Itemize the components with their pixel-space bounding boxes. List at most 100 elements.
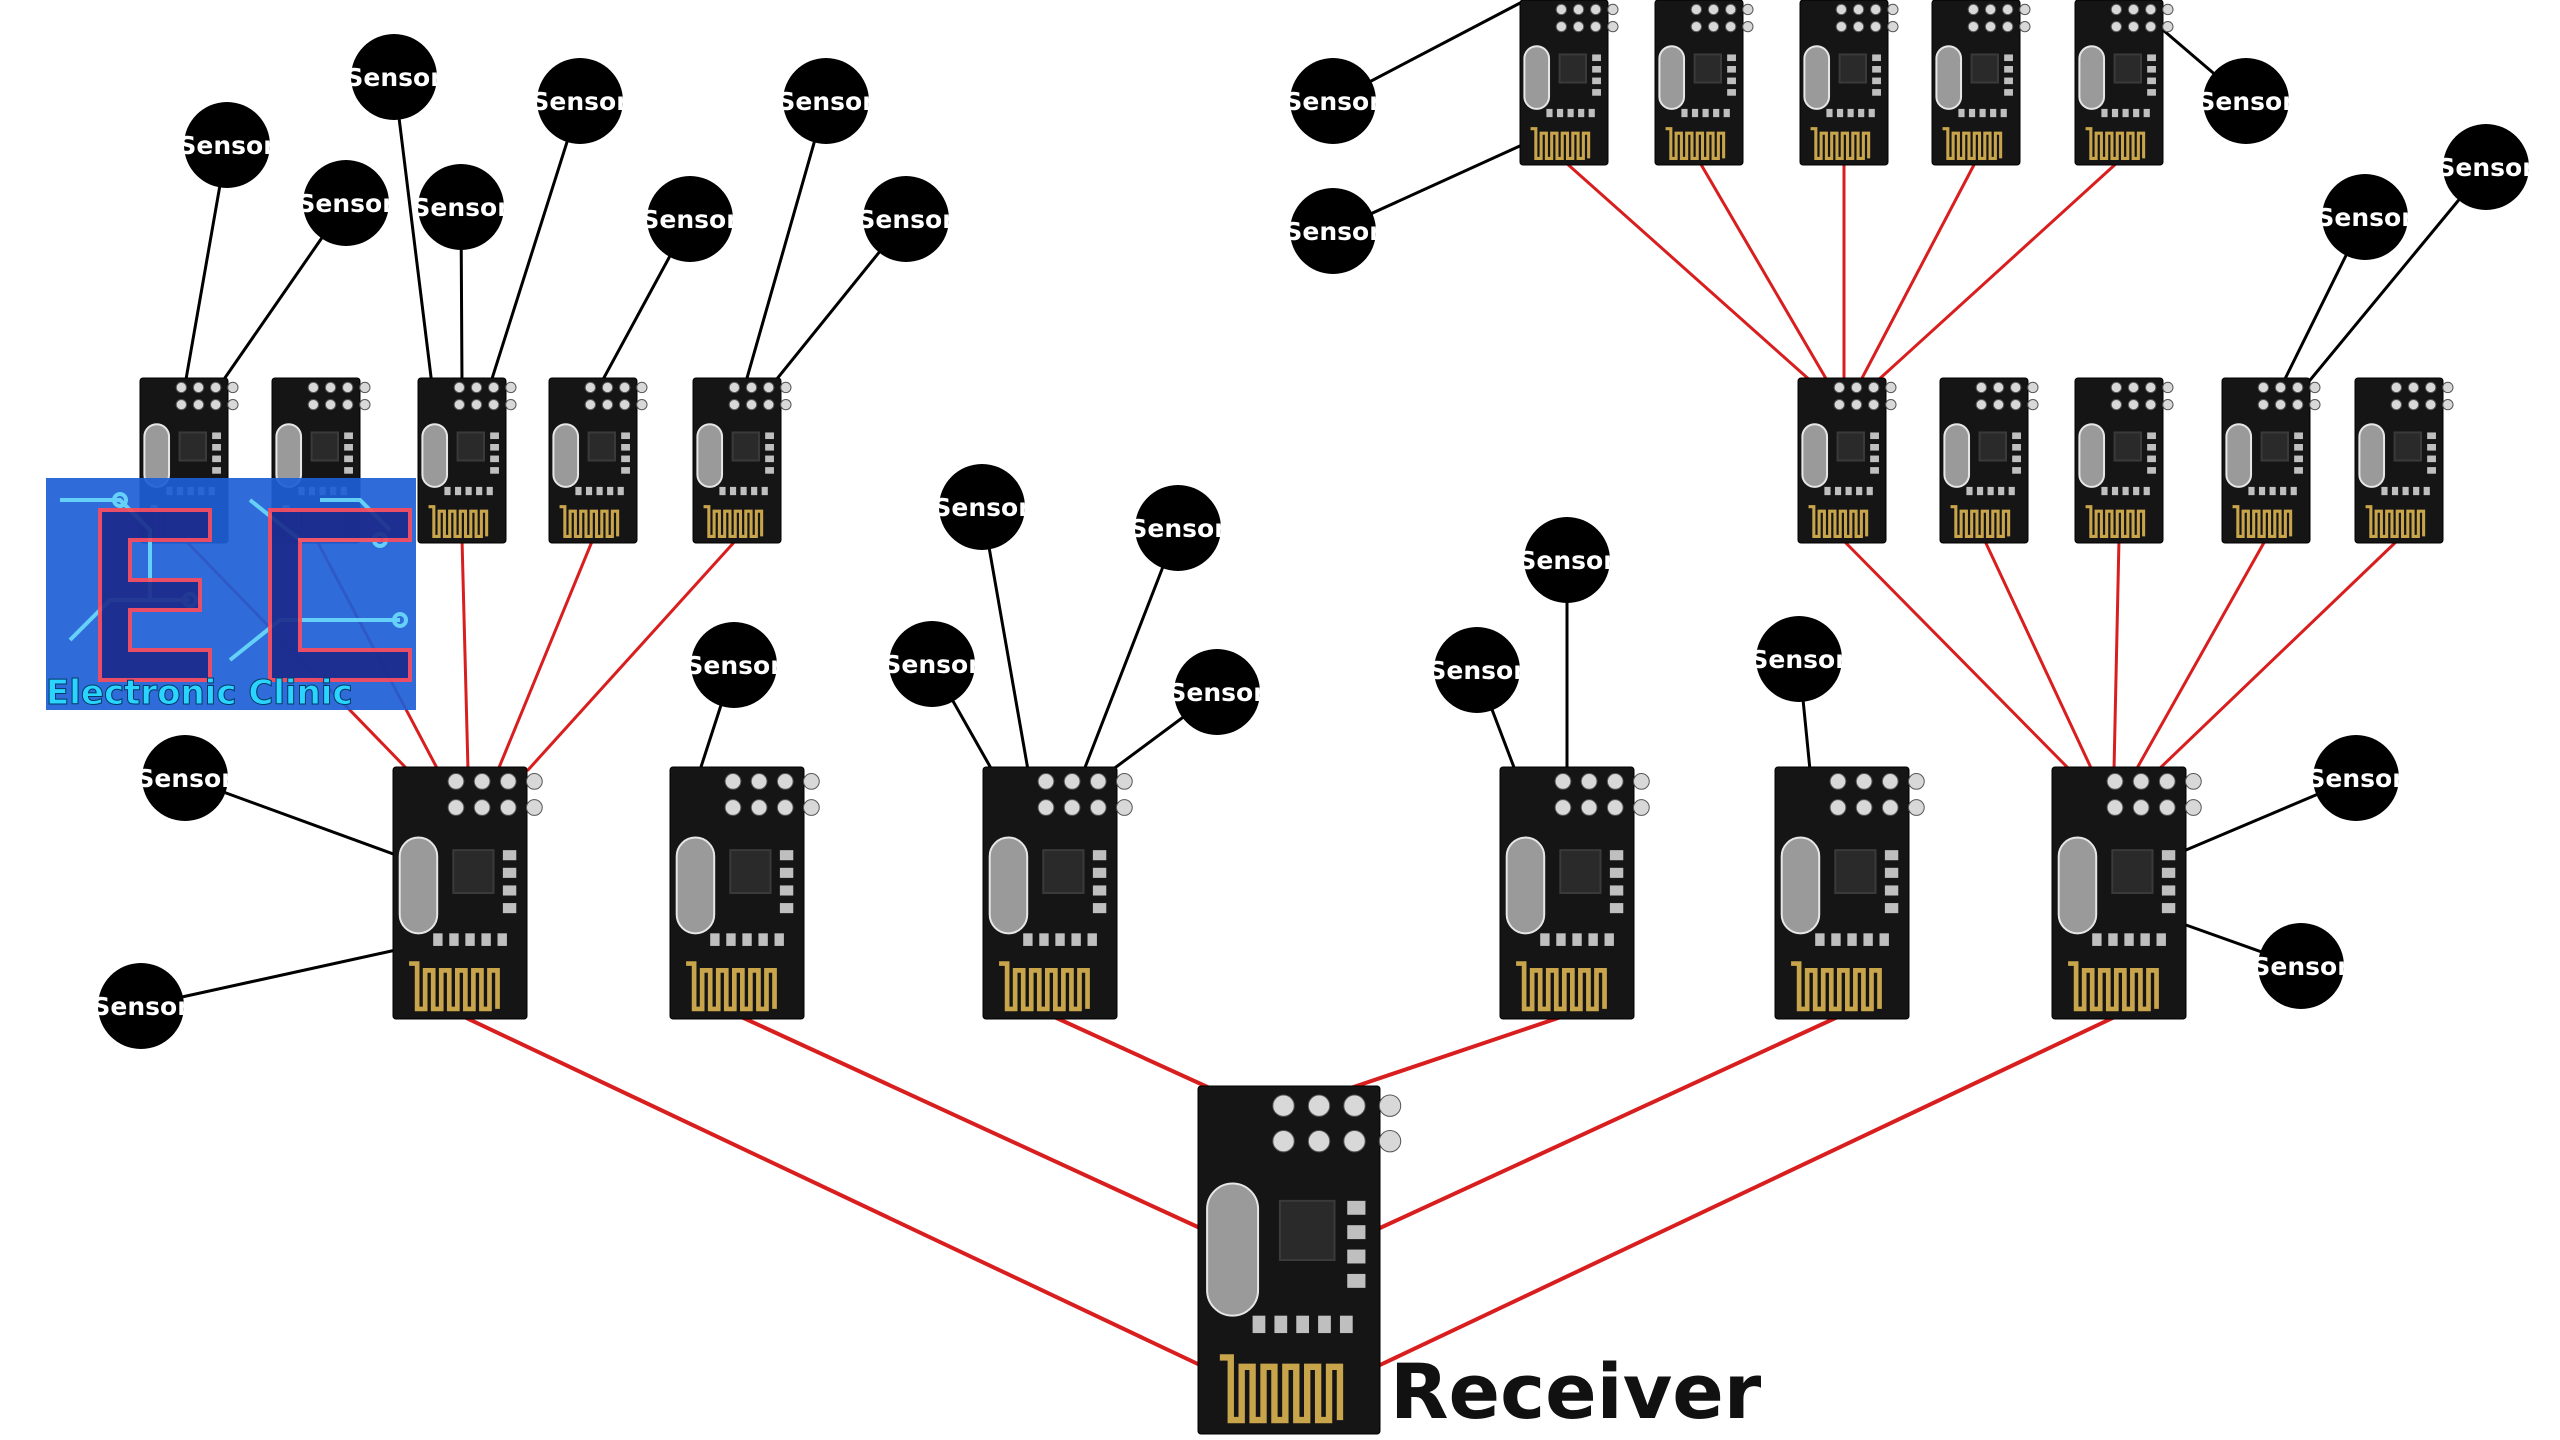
radio-link: [1874, 159, 2121, 384]
sensor-node: Sensor: [2316, 174, 2414, 260]
radio-link: [2156, 537, 2401, 772]
radio-link: [1048, 1013, 1227, 1097]
logo-name-text: Electronic Clinic: [46, 673, 353, 713]
radio-link: [1328, 1013, 1569, 1097]
sensor-node: Sensor: [412, 164, 510, 250]
sensor-label: Sensor: [1284, 217, 1382, 246]
sensor-label: Sensor: [883, 650, 981, 679]
sensor-link: [980, 505, 1030, 772]
sensor-node-icon: [418, 164, 504, 250]
sensor-label: Sensor: [1284, 87, 1382, 116]
sensor-node-icon: [2322, 174, 2408, 260]
sensor-label: Sensor: [136, 764, 234, 793]
sensor-node-icon: [537, 58, 623, 144]
sensor-node: Sensor: [857, 176, 955, 262]
modules-layer: [139, 0, 2454, 1435]
sensor-node-icon: [184, 102, 270, 188]
sensor-node: Sensor: [1428, 627, 1526, 713]
sensors-layer: SensorSensorSensorSensorSensorSensorSens…: [92, 34, 2535, 1049]
radio-link: [2112, 537, 2121, 772]
sensor-link: [2304, 165, 2488, 387]
radio-link: [735, 1013, 1202, 1230]
sensor-node-icon: [939, 464, 1025, 550]
sensor-node: Sensor: [777, 58, 875, 144]
sensor-node-icon: [2313, 735, 2399, 821]
sensor-node: Sensor: [883, 621, 981, 707]
radio-link: [460, 537, 470, 772]
radio-link: [2134, 537, 2268, 772]
sensor-link: [743, 99, 828, 387]
sensor-label: Sensor: [2316, 203, 2414, 232]
radio-link: [1378, 1013, 2121, 1367]
sensor-node: Sensor: [178, 102, 276, 188]
transmitter-module: [692, 377, 792, 544]
sensor-node-icon: [2258, 923, 2344, 1009]
radio-link: [1378, 1013, 1844, 1230]
sensor-link: [392, 75, 434, 387]
sensor-label: Sensor: [1750, 645, 1848, 674]
sensor-node-icon: [1434, 627, 1520, 713]
sensor-label: Sensor: [178, 131, 276, 160]
sensor-label: Sensor: [857, 205, 955, 234]
radio-link: [1840, 537, 2072, 772]
radio-link: [526, 537, 739, 772]
radio-link: [1982, 537, 2094, 772]
sensor-node-icon: [303, 160, 389, 246]
transmitter-module: [548, 377, 648, 544]
transmitter-module: [982, 766, 1133, 1020]
sensor-node: Sensor: [345, 34, 443, 120]
sensor-node: Sensor: [136, 735, 234, 821]
sensor-label: Sensor: [412, 193, 510, 222]
radio-link: [496, 537, 595, 772]
sensor-link: [139, 948, 398, 1008]
sensor-node-icon: [647, 176, 733, 262]
sensor-node-icon: [889, 621, 975, 707]
sensor-label: Sensor: [345, 63, 443, 92]
transmitter-module: [1519, 0, 1619, 166]
radio-link: [458, 1013, 1202, 1367]
transmitter-module: [2354, 377, 2454, 544]
sensor-node-icon: [1174, 649, 1260, 735]
sensor-node-icon: [142, 735, 228, 821]
sensor-node: Sensor: [685, 622, 783, 708]
transmitter-module: [1774, 766, 1925, 1020]
sensor-node: Sensor: [1284, 188, 1382, 274]
sensor-label: Sensor: [1428, 656, 1526, 685]
radio-link: [1858, 159, 1978, 384]
sensor-node-icon: [1524, 517, 1610, 603]
sensor-node-icon: [863, 176, 949, 262]
sensor-node: Sensor: [2252, 923, 2350, 1009]
sensor-node: Sensor: [2307, 735, 2405, 821]
transmitter-module: [1799, 0, 1899, 166]
transmitter-module: [2074, 377, 2174, 544]
sensor-label: Sensor: [2437, 153, 2535, 182]
radio-link: [1562, 159, 1814, 384]
receiver-module: [1197, 1085, 1402, 1435]
sensor-label: Sensor: [531, 87, 629, 116]
sensor-node-icon: [2203, 58, 2289, 144]
sensor-label: Sensor: [2197, 87, 2295, 116]
radio-link: [1697, 159, 1830, 384]
sensor-node: Sensor: [641, 176, 739, 262]
transmitter-module: [417, 377, 517, 544]
sensor-label: Sensor: [1168, 678, 1266, 707]
sensor-label: Sensor: [933, 493, 1031, 522]
sensor-node-icon: [691, 622, 777, 708]
transmitter-module: [1797, 377, 1897, 544]
transmitter-module: [1939, 377, 2039, 544]
sensor-node: Sensor: [92, 963, 190, 1049]
sensor-node: Sensor: [2197, 58, 2295, 144]
sensor-node: Sensor: [2437, 124, 2535, 210]
sensor-label: Sensor: [2252, 952, 2350, 981]
sensor-label: Sensor: [92, 992, 190, 1021]
links-layer: [139, 0, 2488, 1367]
sensor-node: Sensor: [1284, 58, 1382, 144]
sensor-node-icon: [783, 58, 869, 144]
sensor-node: Sensor: [297, 160, 395, 246]
sensor-label: Sensor: [1129, 514, 1227, 543]
sensor-link: [1082, 526, 1180, 772]
transmitter-module: [2221, 377, 2321, 544]
transmitter-module: [1654, 0, 1754, 166]
sensor-link: [488, 99, 582, 387]
